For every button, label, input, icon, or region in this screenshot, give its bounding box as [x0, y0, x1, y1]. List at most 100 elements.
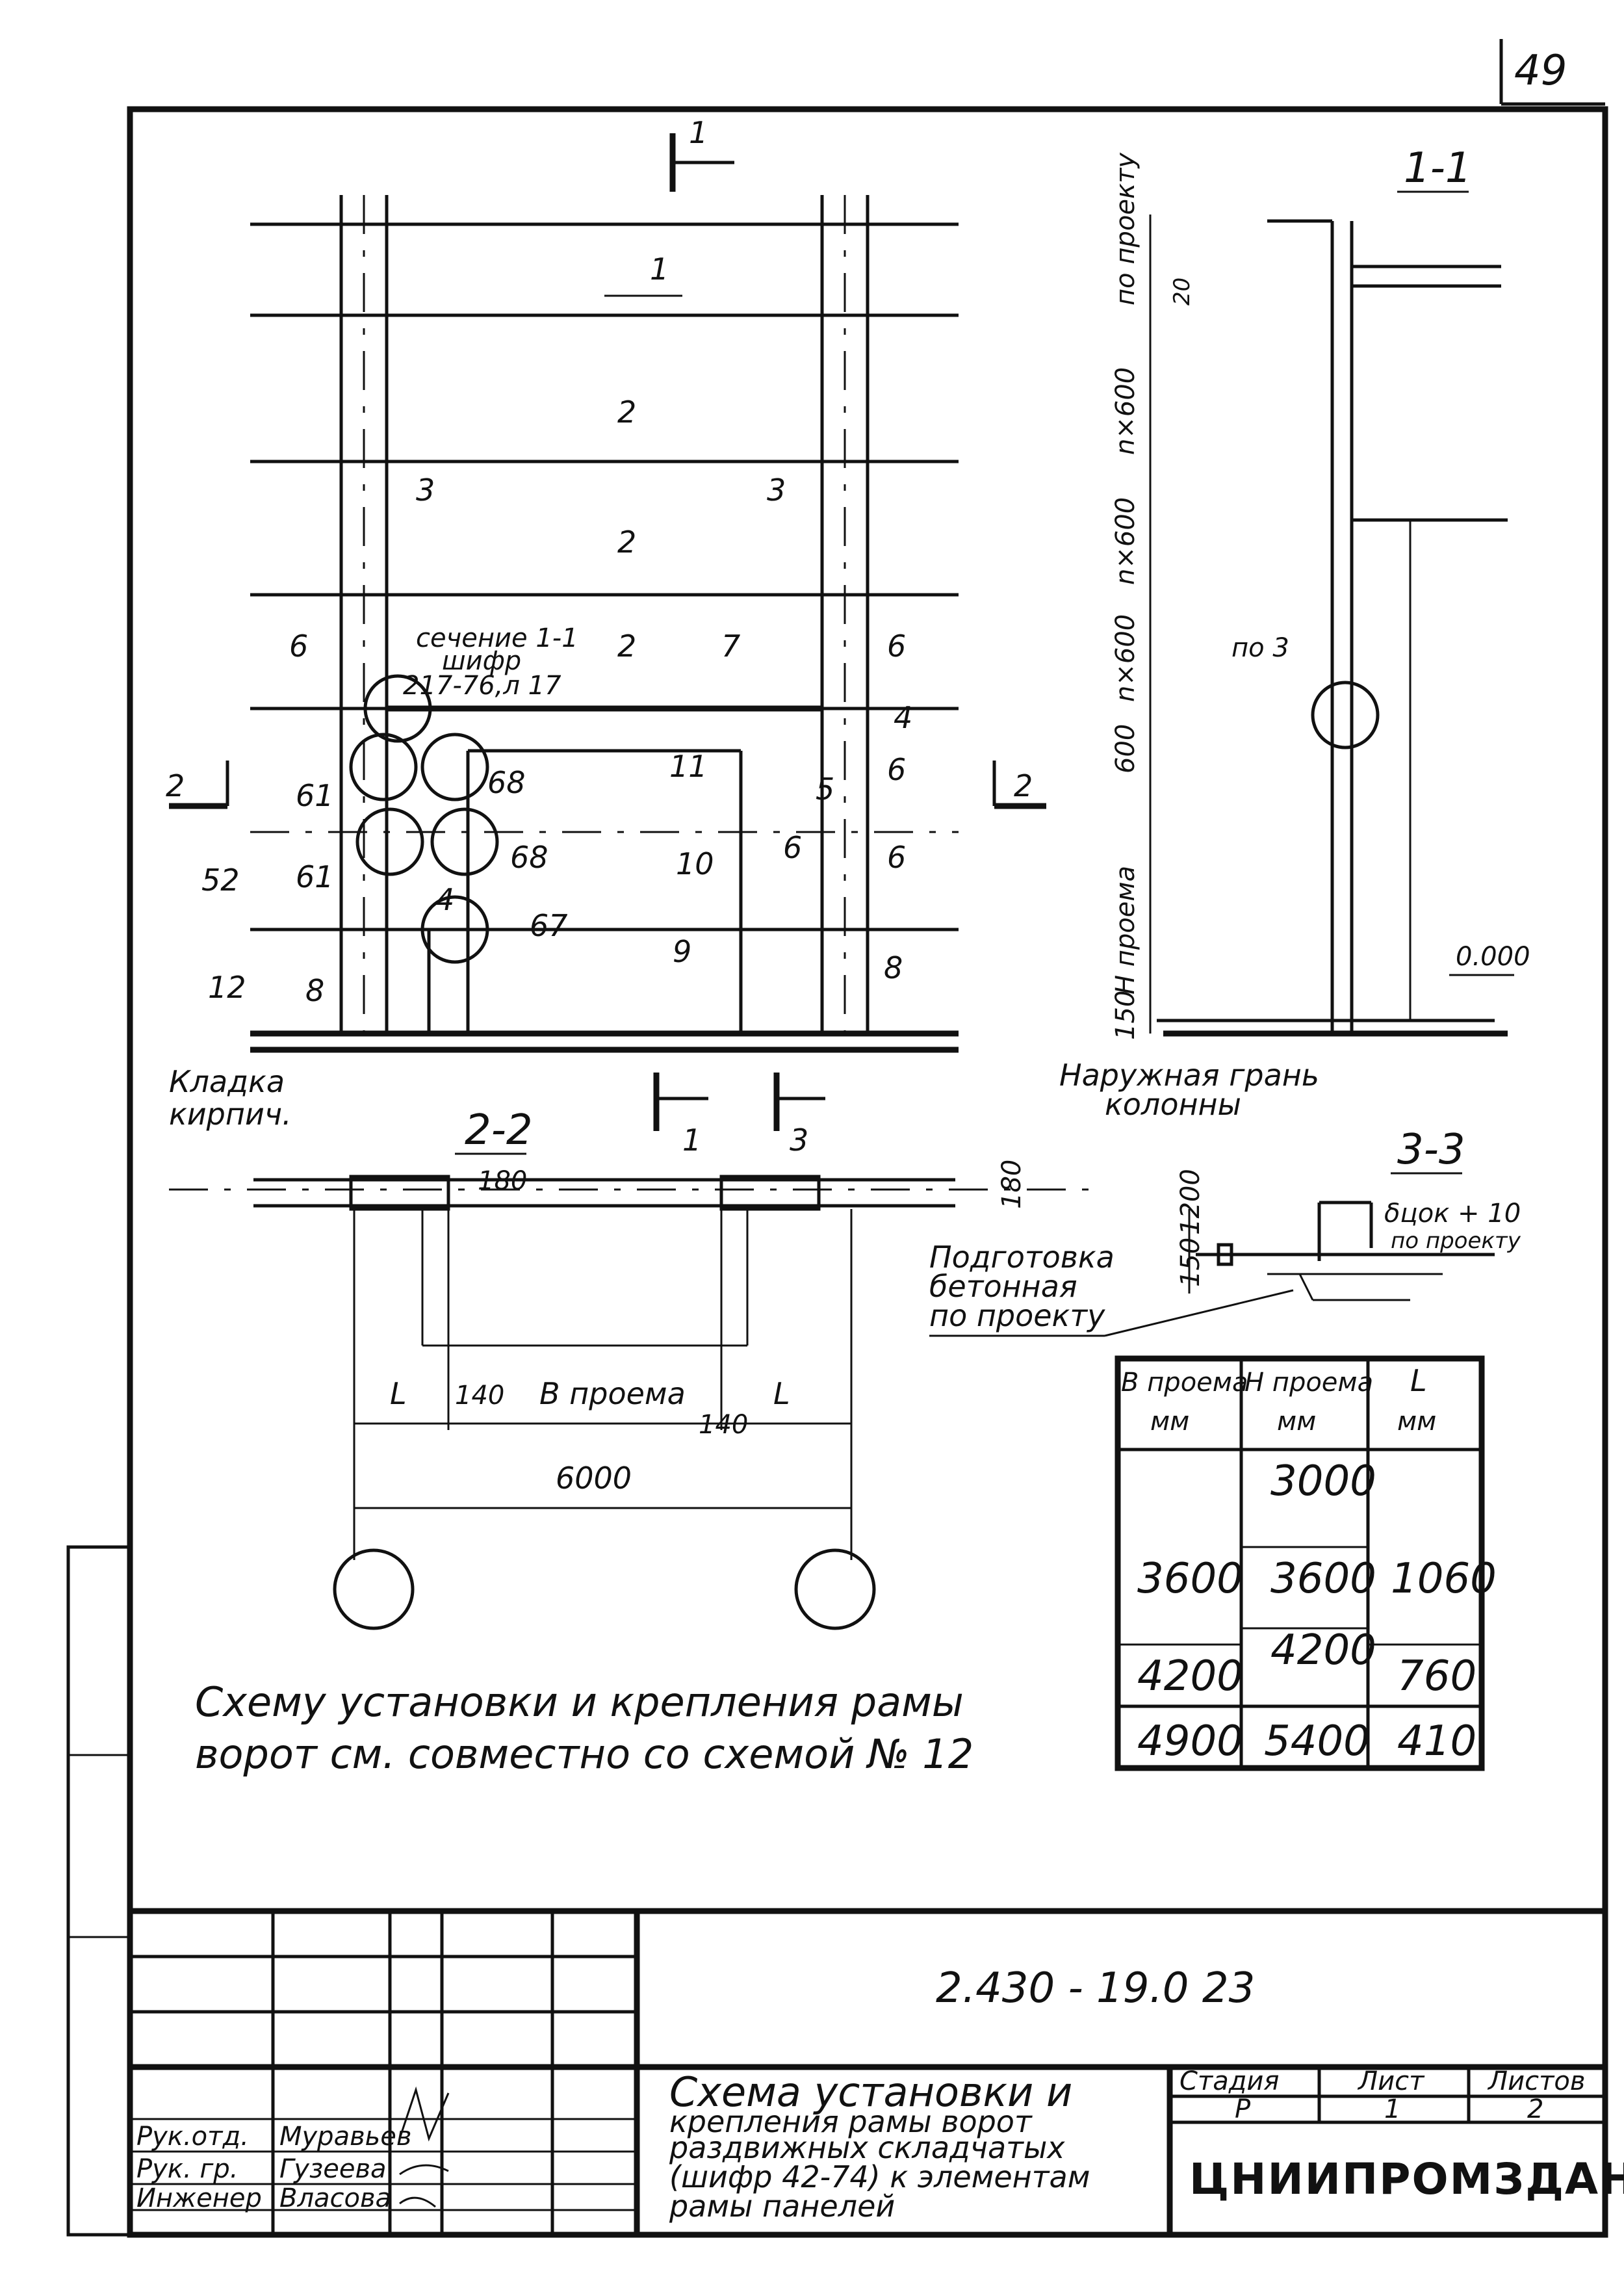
sheet-number: 49 — [1514, 47, 1567, 95]
svg-text:1: 1 — [1384, 2094, 1400, 2124]
general-note-line-1: Схему установки и крепления рамы — [195, 1678, 964, 1726]
svg-text:68: 68 — [510, 840, 548, 875]
svg-text:4200: 4200 — [1270, 1626, 1376, 1674]
svg-text:(шифр 42-74) к элементам: (шифр 42-74) к элементам — [669, 2159, 1090, 2194]
svg-text:6: 6 — [887, 629, 906, 664]
elevation-view: 1 1 3 2 2 1 2 2 2 3 3 4 4 5 6 6 6 6 6 7 … — [166, 115, 1046, 1158]
svg-text:6: 6 — [887, 840, 906, 875]
svg-text:6: 6 — [289, 629, 308, 664]
svg-text:шифр: шифр — [442, 646, 521, 676]
svg-text:по проекту: по проекту — [1391, 1228, 1521, 1254]
frame-border — [127, 106, 1608, 2238]
svg-text:мм: мм — [1150, 1407, 1189, 1437]
section-1-1: 1-1 по 3 0.000 Наружная грань колонны по… — [1059, 144, 1530, 1122]
svg-text:по проекту: по проекту — [1111, 152, 1141, 306]
table-header-l: L — [1410, 1363, 1427, 1398]
svg-text:Муравьев: Муравьев — [279, 2122, 411, 2152]
title-block: 2.430 - 19.0 23 Схема установки и крепле… — [130, 1908, 1624, 2235]
svg-text:3-3: 3-3 — [1397, 1126, 1465, 1174]
svg-text:2-2: 2-2 — [465, 1106, 533, 1154]
svg-text:150: 150 — [1176, 1238, 1205, 1287]
svg-text:1: 1 — [689, 115, 708, 150]
svg-text:217-76,л 17: 217-76,л 17 — [403, 671, 561, 701]
svg-text:8: 8 — [884, 950, 903, 985]
svg-text:B проема: B проема — [539, 1376, 686, 1411]
svg-text:Рук.отд.: Рук.отд. — [136, 2122, 249, 2152]
svg-text:410: 410 — [1397, 1717, 1476, 1765]
svg-text:Кладка: Кладка — [169, 1064, 285, 1099]
svg-text:1: 1 — [682, 1123, 701, 1158]
svg-text:3000: 3000 — [1270, 1457, 1376, 1505]
svg-text:61: 61 — [296, 778, 334, 813]
svg-text:Рук. гр.: Рук. гр. — [136, 2154, 238, 2184]
svg-text:n×600: n×600 — [1111, 614, 1141, 702]
svg-text:Листов: Листов — [1487, 2066, 1585, 2096]
svg-text:7: 7 — [721, 629, 740, 664]
svg-text:раздвижных складчатых: раздвижных складчатых — [669, 2130, 1065, 2165]
svg-text:n×600: n×600 — [1111, 497, 1141, 585]
svg-text:6: 6 — [887, 752, 906, 787]
svg-text:бетонная: бетонная — [929, 1269, 1077, 1304]
svg-text:Власова: Власова — [279, 2183, 391, 2213]
svg-text:9: 9 — [673, 934, 691, 969]
svg-text:2: 2 — [617, 629, 636, 664]
table-header-b: B проема — [1121, 1368, 1248, 1398]
svg-text:4900: 4900 — [1137, 1717, 1243, 1765]
svg-text:4: 4 — [894, 700, 912, 735]
svg-text:Наружная грань: Наружная грань — [1059, 1058, 1319, 1093]
svg-text:L: L — [390, 1376, 407, 1411]
signature-marks — [398, 2086, 450, 2208]
svg-text:кирпич.: кирпич. — [169, 1097, 292, 1132]
svg-text:150: 150 — [1111, 991, 1141, 1040]
svg-text:3: 3 — [790, 1123, 808, 1158]
organization-name: ЦНИИПРОМЗДАНИЙ — [1189, 2153, 1624, 2204]
svg-text:3: 3 — [416, 473, 435, 508]
svg-text:3: 3 — [767, 473, 786, 508]
svg-text:5: 5 — [816, 772, 834, 807]
svg-text:Подготовка: Подготовка — [929, 1240, 1115, 1275]
table-header-h: H проема — [1244, 1368, 1373, 1398]
section-2-2: 2-2 180 180 L 140 B проема L 140 6000 — [169, 1106, 1105, 1630]
svg-text:Р: Р — [1235, 2094, 1251, 2124]
svg-text:мм: мм — [1277, 1407, 1316, 1437]
svg-text:Лист: Лист — [1357, 2066, 1425, 2096]
svg-text:по 3: по 3 — [1231, 633, 1289, 663]
svg-text:140: 140 — [455, 1381, 504, 1411]
svg-text:6000: 6000 — [556, 1461, 632, 1496]
svg-text:8: 8 — [305, 973, 324, 1008]
svg-text:рамы панелей: рамы панелей — [669, 2189, 895, 2224]
svg-text:Стадия: Стадия — [1179, 2066, 1279, 2096]
side-stamp-strip — [66, 1545, 132, 2237]
svg-text:2: 2 — [617, 525, 636, 560]
svg-text:δцок + 10: δцок + 10 — [1384, 1199, 1521, 1229]
svg-text:1-1: 1-1 — [1404, 144, 1472, 192]
svg-text:140: 140 — [699, 1410, 748, 1440]
svg-text:колонны: колонны — [1105, 1087, 1241, 1122]
document-code: 2.430 - 19.0 23 — [936, 1964, 1255, 2012]
svg-text:3600: 3600 — [1270, 1555, 1376, 1603]
openings-table: B проема мм H проема мм L мм 3000 3600 3… — [1115, 1355, 1497, 1771]
svg-text:0.000: 0.000 — [1456, 942, 1530, 972]
svg-text:3600: 3600 — [1137, 1555, 1243, 1603]
svg-text:1200: 1200 — [1176, 1169, 1205, 1235]
svg-text:Гузеева: Гузеева — [279, 2154, 387, 2184]
svg-text:10: 10 — [676, 846, 714, 881]
svg-text:600: 600 — [1111, 724, 1141, 774]
svg-text:11: 11 — [669, 749, 708, 784]
svg-text:n×600: n×600 — [1111, 367, 1141, 455]
svg-text:L: L — [773, 1376, 790, 1411]
svg-text:по проекту: по проекту — [929, 1298, 1105, 1333]
svg-text:67: 67 — [530, 908, 568, 943]
svg-text:20: 20 — [1169, 278, 1195, 306]
svg-text:мм: мм — [1397, 1407, 1436, 1437]
svg-text:760: 760 — [1397, 1652, 1476, 1700]
svg-text:2: 2 — [166, 768, 185, 803]
svg-text:крепления рамы ворот: крепления рамы ворот — [669, 2104, 1033, 2139]
svg-text:52: 52 — [201, 863, 240, 898]
svg-text:4: 4 — [435, 882, 454, 917]
svg-text:2: 2 — [1527, 2094, 1543, 2124]
svg-text:68: 68 — [487, 765, 526, 800]
svg-text:Схема установки и: Схема установки и — [669, 2068, 1072, 2116]
svg-text:5400: 5400 — [1264, 1717, 1370, 1765]
